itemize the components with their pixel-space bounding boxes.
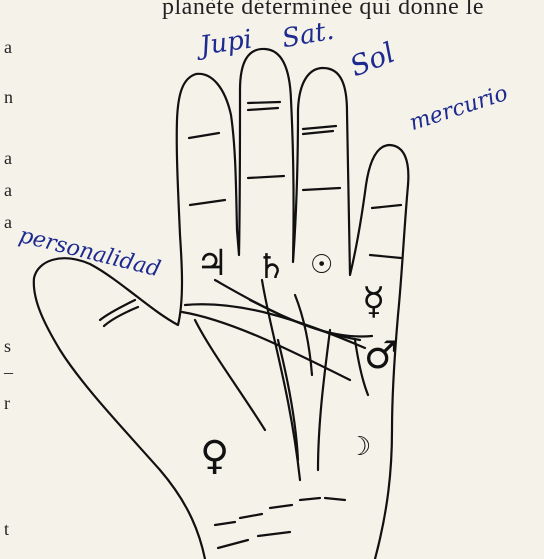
jupiter-icon: ♃: [196, 246, 228, 282]
life-line: [195, 320, 265, 430]
venus-icon: ♀: [200, 436, 229, 476]
saturn-icon: ♄: [256, 250, 286, 284]
note-jupiter: Jupi: [198, 26, 253, 59]
mercury-icon: ☿: [362, 282, 385, 320]
sun-icon: ☉: [310, 252, 333, 278]
hand-outline: [34, 49, 409, 559]
mars-icon: ♂: [364, 336, 398, 374]
moon-icon: ☽: [348, 434, 371, 460]
